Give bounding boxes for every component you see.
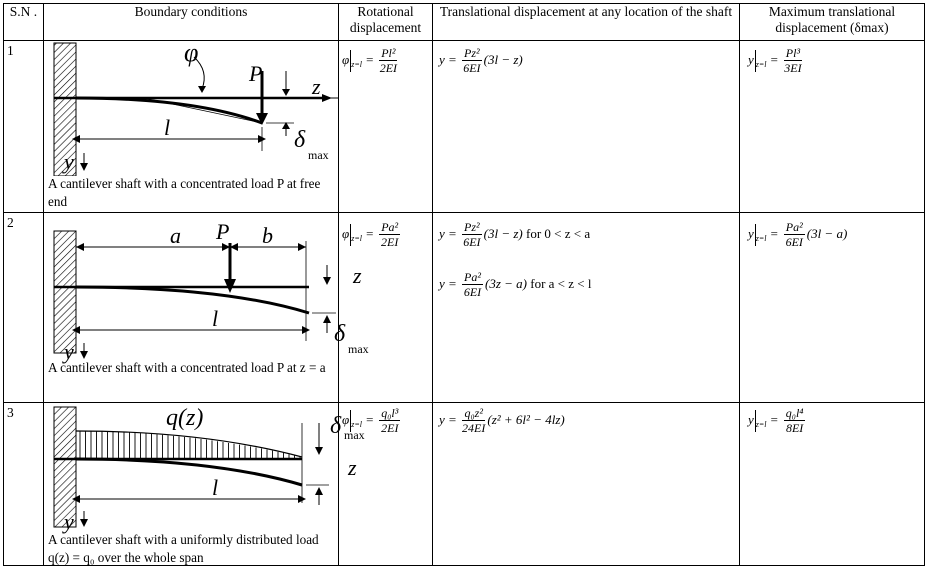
header-max: Maximum translational displacement (δmax…: [739, 3, 925, 41]
fixed-wall: [53, 42, 77, 176]
header-row: S.N . Boundary conditions Rotational dis…: [3, 3, 925, 41]
diagram-2-right-labels: z δ max: [334, 263, 369, 356]
header-boundary-conditions: Boundary conditions: [43, 3, 339, 41]
distributed-load: [75, 430, 303, 458]
label-l: l: [212, 475, 218, 500]
label-P: P: [248, 61, 262, 86]
label-P: P: [215, 219, 229, 244]
caption: A cantilever shaft with a concentrated l…: [48, 360, 326, 375]
row-number: 3: [3, 402, 44, 566]
label-b: b: [262, 223, 273, 248]
boundary-cell: a P b z l δ y z δ max A cantilever shaft…: [43, 212, 369, 403]
label-y: y: [62, 149, 74, 174]
row-number: 1: [3, 40, 44, 213]
label-max: max: [308, 148, 329, 162]
deflection-table: S.N . Boundary conditions Rotational dis…: [3, 3, 925, 566]
cantilever-diagram-3: q(z) z l δ y: [53, 405, 329, 534]
deflected-curve: [75, 96, 263, 125]
header-rotational: Rotational displacement: [338, 3, 433, 41]
label-phi: φ: [184, 41, 198, 67]
label-z: z: [311, 74, 321, 99]
label-q: q(z): [166, 405, 203, 431]
label-y: y: [62, 509, 74, 534]
caption: A cantilever shaft with a uniformly dist…: [48, 532, 319, 565]
label-delta: δ: [294, 127, 306, 153]
row-number: 2: [3, 212, 44, 403]
boundary-cell: φ P z l δ max y A cantilever shaft with …: [43, 40, 339, 213]
boundary-cell: q(z) z l δ y δ max z A cantilever shaft …: [43, 402, 365, 566]
caption: A cantilever shaft with a concentrated l…: [48, 176, 321, 209]
cantilever-diagram-1: φ P z l δ max y: [53, 41, 339, 176]
label-l: l: [212, 306, 218, 331]
label-y: y: [62, 339, 74, 364]
table-row: 3 q(z) z l δ y: [3, 402, 925, 566]
cantilever-diagram-2: a P b z l δ y: [53, 219, 336, 364]
table-row: 2 a P b: [3, 212, 925, 403]
label-a: a: [170, 223, 181, 248]
load-arrow: [256, 113, 268, 125]
label-l: l: [164, 115, 170, 140]
table-row: 1: [3, 40, 925, 213]
header-translational: Translational displacement at any locati…: [432, 3, 740, 41]
diagram-3-right-labels: δ max z: [330, 413, 365, 480]
header-sn: S.N .: [3, 3, 44, 41]
